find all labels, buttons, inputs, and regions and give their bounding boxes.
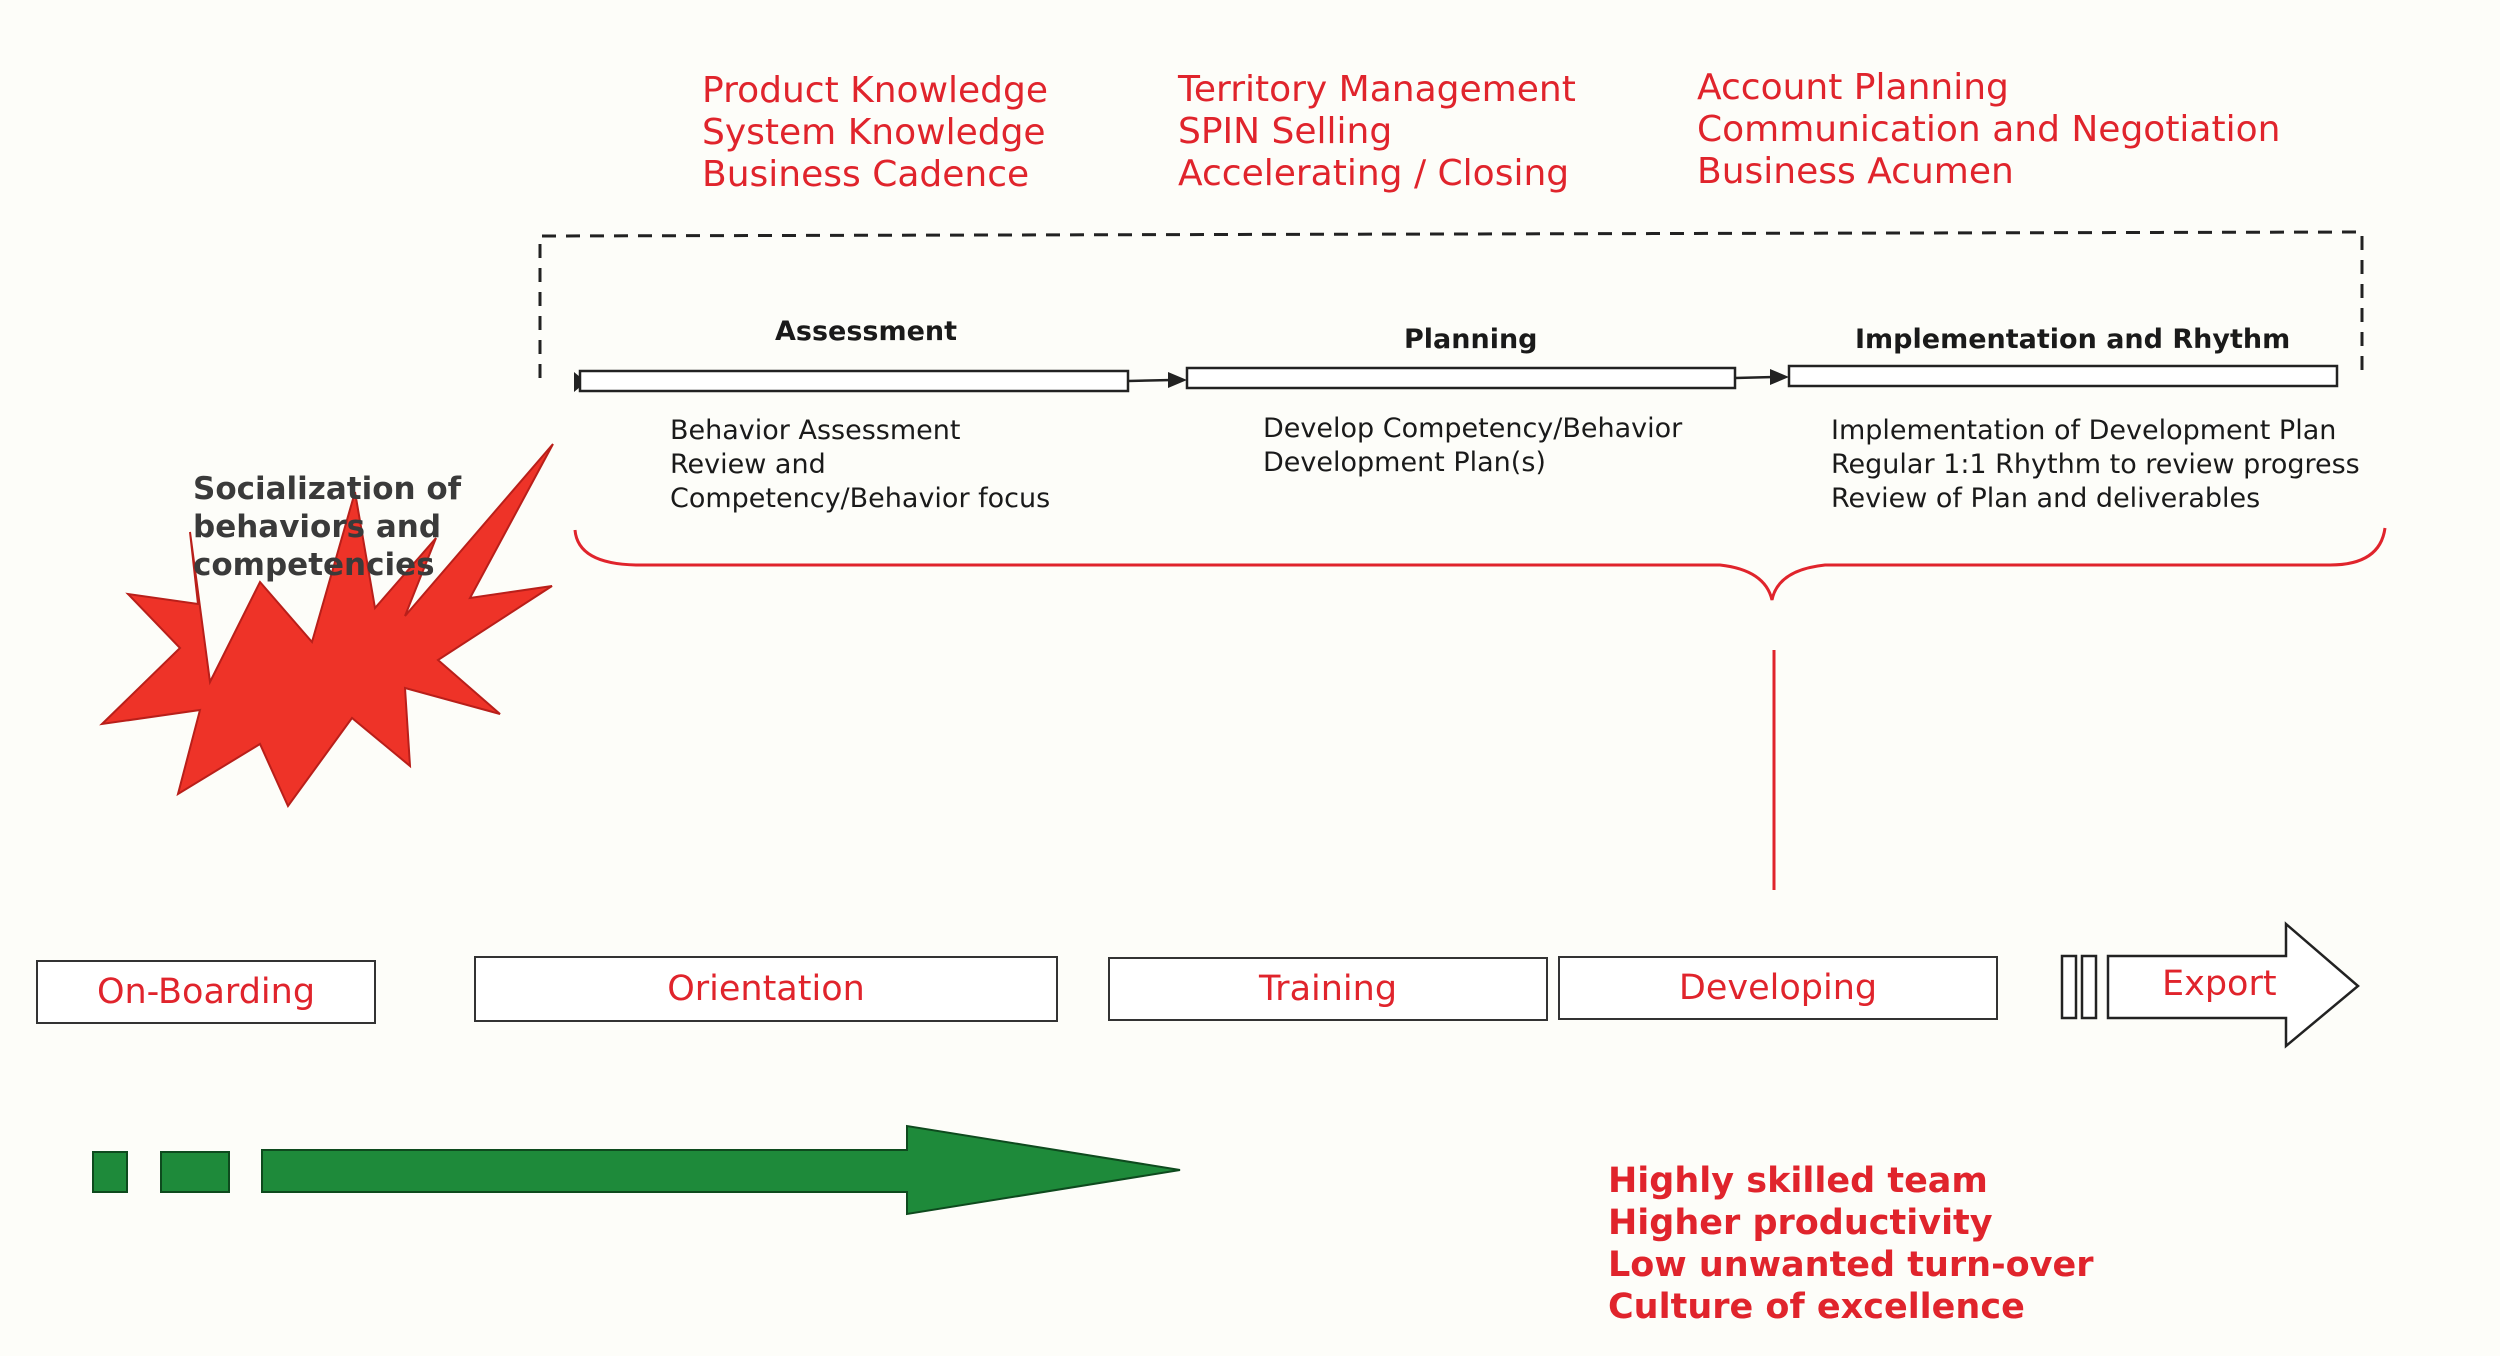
phase-desc-line: Develop Competency/Behavior — [1263, 413, 1683, 444]
phase-desc-assessment: Behavior Assessment Review and Competenc… — [670, 414, 1050, 516]
green-block-1 — [92, 1151, 128, 1193]
stage-onboarding: On-Boarding — [36, 960, 376, 1024]
dashed-loop — [538, 230, 2364, 378]
phase-desc-line: Regular 1:1 Rhythm to review progress — [1831, 449, 2360, 480]
phase-desc-line: Review of Plan and deliverables — [1831, 483, 2261, 514]
outcome-item: Highly skilled team — [1608, 1161, 1988, 1201]
competency-list-3: Account Planning Communication and Negot… — [1697, 67, 2280, 193]
phase-desc-line: Competency/Behavior focus — [670, 483, 1051, 514]
export-arrow-shape — [2106, 921, 2360, 1049]
phase-desc-line: Behavior Assessment — [670, 415, 961, 446]
phase-desc-line: Development Plan(s) — [1263, 447, 1546, 478]
curly-brace — [573, 527, 2387, 601]
connector-1-arrowhead — [1168, 372, 1187, 388]
connector-2 — [1734, 375, 1775, 380]
competency-item: Business Acumen — [1697, 151, 2014, 192]
outcome-item: Culture of excellence — [1608, 1287, 2025, 1327]
connector-1 — [1127, 378, 1173, 383]
starburst-label: Socialization of behaviors and competenc… — [193, 470, 461, 584]
export-stripe-2 — [2080, 954, 2098, 1020]
phase-desc-planning: Develop Competency/Behavior Development … — [1263, 412, 1682, 480]
green-arrow-shape — [261, 1124, 1181, 1216]
phase-bar-assessment — [578, 369, 1130, 393]
stage-training: Training — [1108, 957, 1548, 1021]
competency-item: System Knowledge — [702, 112, 1046, 153]
starburst-line: competencies — [193, 547, 435, 583]
starburst-line: behaviors and — [193, 509, 442, 545]
phase-bar-implementation — [1787, 364, 2339, 388]
competency-item: Communication and Negotiation — [1697, 109, 2281, 150]
phase-title-implementation: Implementation and Rhythm — [1855, 324, 2291, 355]
stage-export-label: Export — [2162, 964, 2277, 1004]
phase-title-assessment: Assessment — [775, 316, 958, 347]
phase-desc-line: Implementation of Development Plan — [1831, 415, 2337, 446]
connector-2-arrowhead — [1770, 369, 1789, 385]
competency-item: Accelerating / Closing — [1178, 153, 1570, 194]
stage-developing: Developing — [1558, 956, 1998, 1020]
stage-orientation: Orientation — [474, 956, 1058, 1022]
phase-title-planning: Planning — [1404, 324, 1538, 355]
phase-bar-planning — [1185, 366, 1737, 390]
starburst-line: Socialization of — [193, 471, 462, 507]
phase-desc-line: Review and — [670, 449, 826, 480]
outcome-item: Higher productivity — [1608, 1203, 1993, 1243]
competency-list-2: Territory Management SPIN Selling Accele… — [1178, 69, 1576, 195]
phase-desc-implementation: Implementation of Development Plan Regul… — [1831, 414, 2360, 516]
competency-item: Business Cadence — [702, 154, 1030, 195]
green-block-2 — [160, 1151, 230, 1193]
export-stripe-1 — [2060, 954, 2078, 1020]
competency-item: Product Knowledge — [702, 70, 1049, 111]
competency-list-1: Product Knowledge System Knowledge Busin… — [702, 70, 1048, 196]
competency-item: Territory Management — [1178, 69, 1576, 110]
competency-item: SPIN Selling — [1178, 111, 1393, 152]
competency-item: Account Planning — [1697, 67, 2009, 108]
outcomes-list: Highly skilled team Higher productivity … — [1608, 1160, 2094, 1328]
starburst-shape — [99, 443, 554, 808]
outcome-item: Low unwanted turn-over — [1608, 1245, 2094, 1285]
